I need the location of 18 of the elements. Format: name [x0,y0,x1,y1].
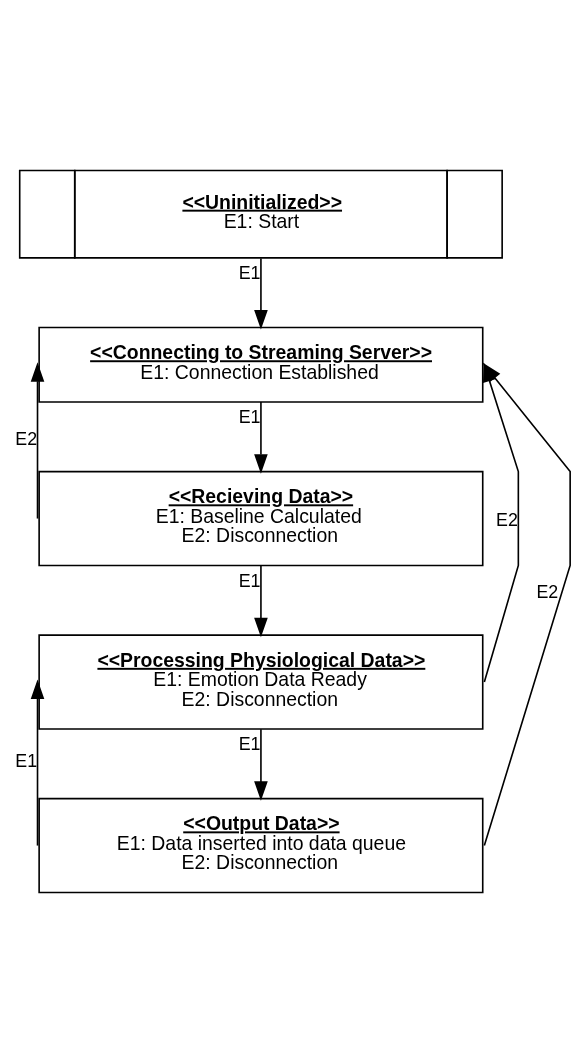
edge-label: E1 [238,263,261,284]
arrow [254,728,268,801]
edge-label: E1 [15,750,38,771]
edge-label: E1 [238,570,261,591]
arrow [30,679,45,847]
node-box: <<Processing Physiological Data>> E1: Emotion Data Ready E2: Disconnection [38,634,484,730]
arrow [30,362,45,520]
node-box: <<Recieving Data>> E1: Baseline Calculated E2: Disconnection [38,470,484,567]
arrow [254,564,268,638]
arrow [254,401,268,474]
arrow [254,257,268,330]
edge-label: E1 [238,734,261,755]
edge-label: E2 [15,428,38,449]
node-box: <<Output Data>> E1: Data inserted into data queue E2: Disconnection [38,797,484,894]
edge-label: E1 [238,407,261,428]
edge-label: E2 [496,510,518,531]
edge-label: E2 [536,581,559,602]
node-box: <<Connecting to Streaming Server>> E1: Connection Established [38,326,484,403]
